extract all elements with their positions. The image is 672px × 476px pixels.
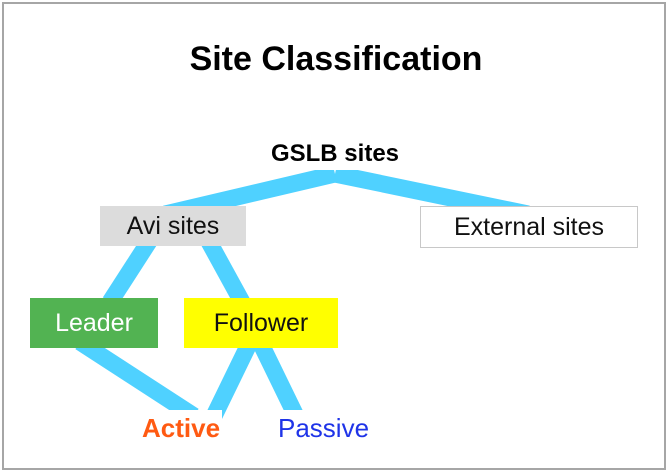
link-avi-follower xyxy=(200,235,250,307)
node-follower-label: Follower xyxy=(213,308,309,337)
diagram-title: Site Classification xyxy=(189,40,483,78)
link-follower-passive xyxy=(252,338,304,420)
node-active: Active xyxy=(140,410,223,446)
node-external-sites: External sites xyxy=(420,206,638,248)
node-follower: Follower xyxy=(184,298,338,348)
node-leader: Leader xyxy=(30,298,158,348)
link-avi-leader xyxy=(102,235,158,307)
link-leader-active xyxy=(75,334,199,424)
node-leader-label: Leader xyxy=(55,308,133,337)
node-avi-sites-label: Avi sites xyxy=(126,211,220,240)
root-node-gslb-sites: GSLB sites xyxy=(230,138,440,170)
node-avi-sites: Avi sites xyxy=(100,206,246,246)
node-passive: Passive xyxy=(276,410,372,446)
link-follower-active xyxy=(206,338,258,420)
node-external-sites-label: External sites xyxy=(453,212,605,241)
